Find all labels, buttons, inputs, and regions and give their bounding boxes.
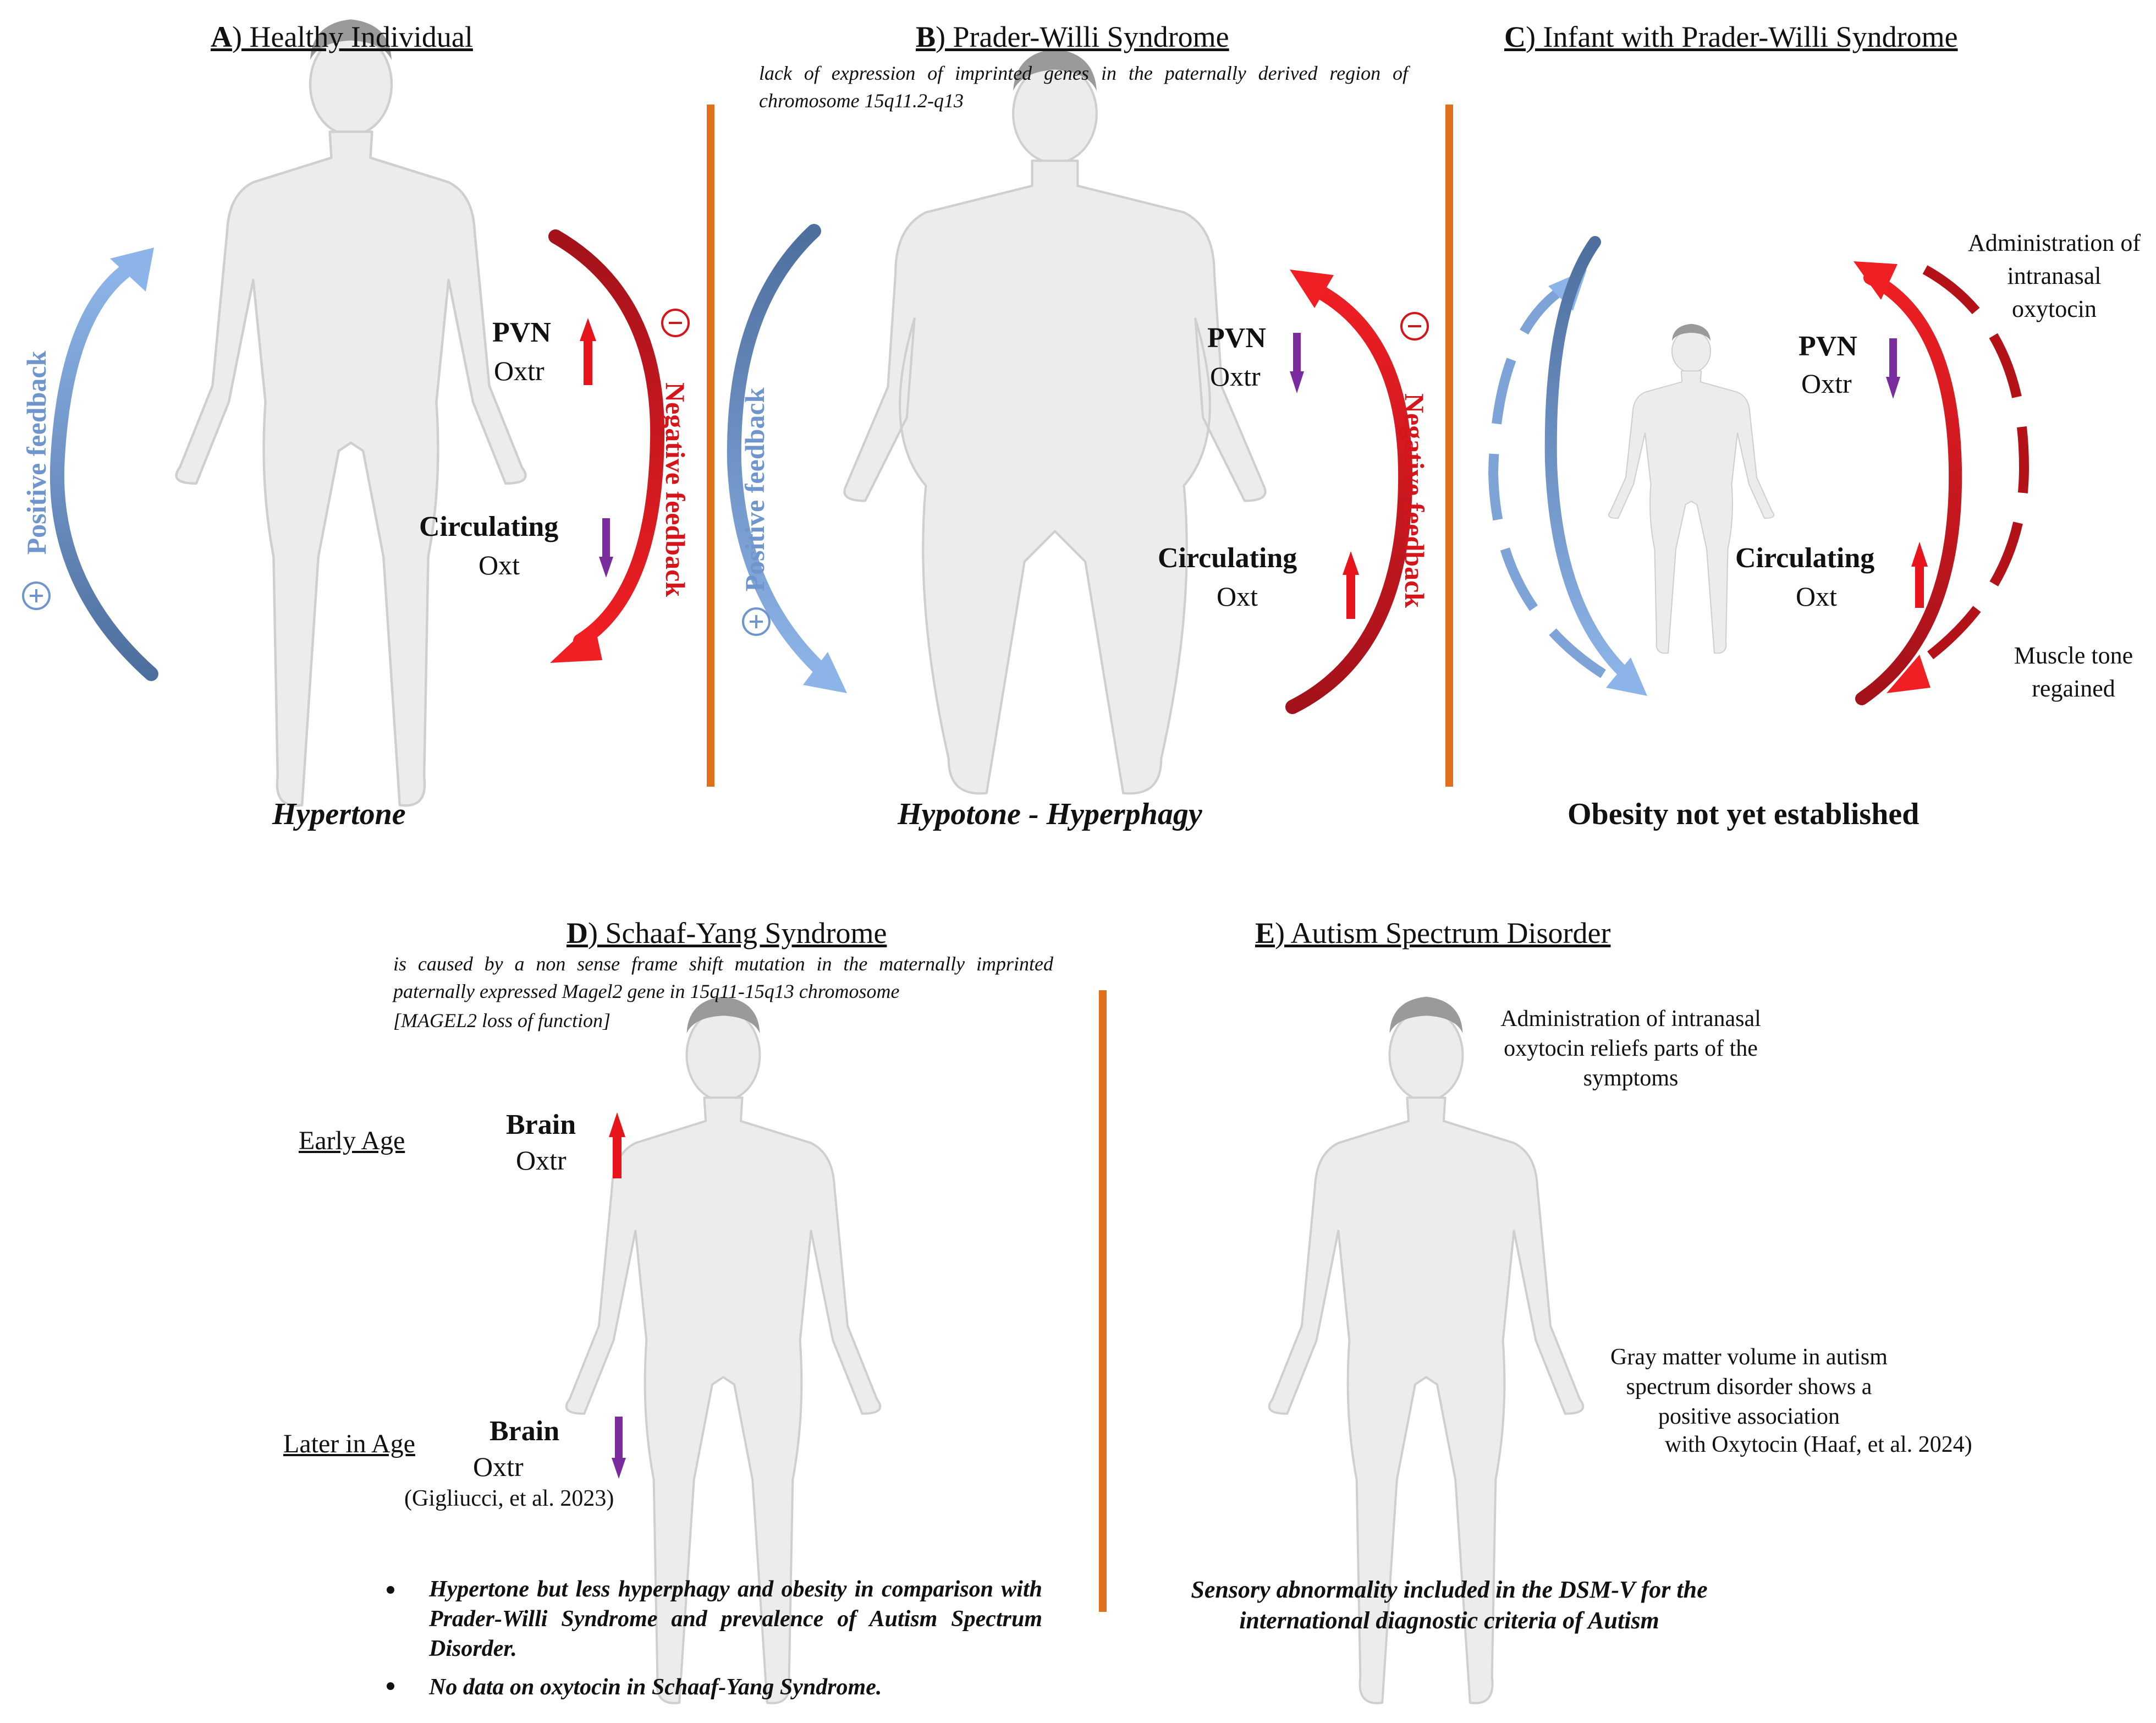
negative-feedback-arrow [1854,261,1898,300]
up-arrow-icon [580,318,596,385]
oxt-label: Oxt [1217,581,1258,612]
positive-feedback-label: Positive feedback [21,350,52,555]
human-figure-icon [1608,323,1775,654]
positive-feedback-arrow [803,652,847,693]
up-arrow-icon [609,1112,625,1178]
gray-matter-note: Gray matter volume in autism spectrum di… [1610,1345,1888,1429]
minus-circle-icon [661,309,690,337]
up-arrow-icon [1911,542,1928,608]
positive-feedback-label: Positive feedback [739,387,770,592]
plus-circle-icon [22,581,51,610]
later-age-label: Later in Age [283,1429,415,1458]
oxt-label: Oxt [479,550,520,580]
panel-c-title: C) Infant with Prader-Willi Syndrome [1504,20,1958,53]
negative-feedback-label: Negative feedback [1399,393,1430,608]
pvn-label: PVN [492,317,551,348]
panel-d-title: D) Schaaf-Yang Syndrome [566,917,887,950]
subtitle-note: [MAGEL2 loss of function] [393,1009,611,1031]
pvn-label: PVN [1207,322,1266,354]
circulating-label: Circulating [419,511,559,542]
human-figure-icon [177,19,526,805]
oxt-label: Oxt [1796,581,1837,612]
oxtr-label: Oxtr [473,1451,524,1482]
negative-feedback-arrow [550,622,602,663]
circulating-label: Circulating [1158,542,1297,574]
subtitle: lack of expression of imprinted genes in… [759,62,1408,112]
human-figure-icon [844,49,1265,793]
admin-note: Administration of intranasal oxytocin re… [1500,1006,1761,1091]
separator [1099,990,1107,1612]
muscle-note: Muscle tone regained [2014,642,2133,702]
oxtr-label: Oxtr [494,355,544,386]
down-arrow-icon [599,518,613,578]
panel-a-title: A) Healthy Individual [211,20,473,53]
subtitle: is caused by a non sense frame shift mut… [393,953,1053,1002]
caption: Hypertone [272,797,406,831]
caption: Sensory abnormality included in the DSM-… [1191,1576,1708,1634]
bullet-item: No data on oxytocin in Schaaf-Yang Syndr… [429,1675,882,1700]
panel-b-title: B) Prader-Willi Syndrome [916,20,1229,53]
circulating-label: Circulating [1735,542,1875,574]
positive-feedback-arrow [110,248,154,292]
pvn-label: PVN [1799,331,1857,362]
brain-label: Brain [506,1109,576,1140]
up-arrow-icon [1343,551,1359,619]
down-arrow-icon [1886,338,1900,399]
plus-circle-icon [742,607,771,636]
minus-circle-icon [1400,312,1429,341]
gray-matter-reference: with Oxytocin (Haaf, et al. 2024) [1665,1432,1972,1457]
negative-feedback-arrow [1290,270,1334,308]
oxtr-label: Oxtr [516,1145,566,1176]
separator [1445,105,1453,787]
down-arrow-icon [1290,333,1304,393]
oxtr-label: Oxtr [1210,361,1261,392]
early-age-label: Early Age [299,1126,405,1155]
separator [707,105,714,787]
admin-note: Administration of intranasal oxytocin [1967,229,2141,322]
negative-feedback-label: Negative feedback [660,382,691,597]
caption: Obesity not yet established [1568,797,1920,831]
brain-label: Brain [490,1415,560,1447]
reference: (Gigliucci, et al. 2023) [404,1486,614,1511]
caption: Hypotone - Hyperphagy [898,797,1202,831]
positive-feedback-arrow [1606,657,1647,696]
oxtr-label: Oxtr [1801,368,1852,399]
down-arrow-icon [612,1417,626,1479]
bullet-item: Hypertone but less hyperphagy and obesit… [429,1577,1042,1661]
panel-e-title: E) Autism Spectrum Disorder [1255,917,1611,950]
